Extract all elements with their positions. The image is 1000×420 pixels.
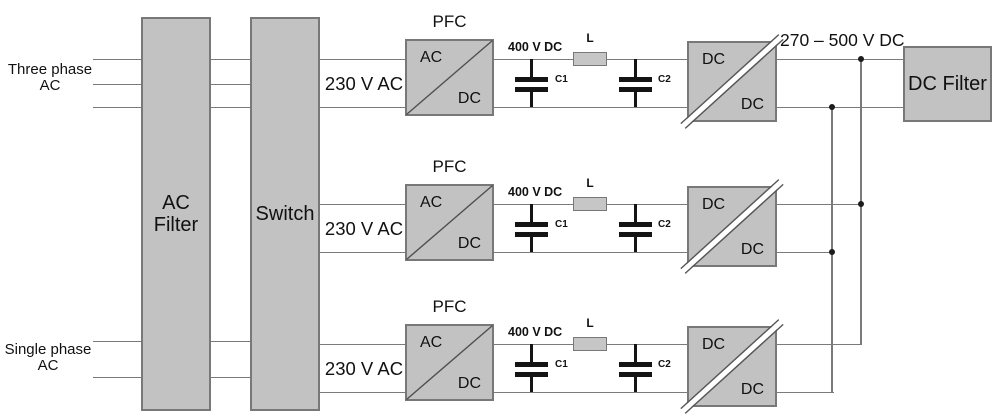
capacitor-c1-plate	[514, 87, 548, 92]
capacitor-c2-lead	[633, 237, 637, 252]
ac-filter-block: AC Filter	[141, 17, 211, 411]
ac-dc-diagonal-icon	[406, 184, 493, 261]
wire-row-out-top	[776, 203, 862, 206]
pfc-output-label: DC	[457, 235, 481, 252]
capacitor-c2-lead	[633, 344, 637, 362]
wire-row-out-bottom	[776, 391, 834, 394]
capacitor-c2-lead	[633, 92, 637, 107]
ac-filter-label: AC Filter	[153, 192, 199, 236]
wire-row-top	[320, 343, 687, 346]
switch-label: Switch	[255, 203, 315, 225]
capacitor-c1-label: C1	[555, 219, 568, 230]
capacitor-c2-plate	[618, 232, 652, 237]
dcdc-output-label: DC	[740, 241, 764, 258]
converter-row-1: 230 V AC PFC 400 V DC C1 L C2 AC DC DC D…	[0, 0, 1000, 130]
capacitor-c2-label: C2	[658, 359, 671, 370]
capacitor-c1-lead	[529, 59, 533, 77]
capacitor-c1-lead	[529, 377, 533, 392]
dcdc-converter-block: DC DC	[680, 179, 784, 274]
capacitor-c2-plate	[618, 222, 652, 227]
capacitor-c1-plate	[514, 232, 548, 237]
pfc-input-label: AC	[420, 49, 443, 66]
dc-dc-diagonal-icon	[680, 34, 784, 129]
dcdc-output-label: DC	[740, 96, 764, 113]
capacitor-c2-lead	[633, 59, 637, 77]
pfc-input-label: AC	[420, 194, 443, 211]
inductor-symbol	[573, 197, 607, 211]
pfc-title: PFC	[432, 297, 467, 316]
capacitor-c1-lead	[529, 237, 533, 252]
capacitor-c1-plate	[514, 77, 548, 82]
converter-row-3: 230 V AC PFC 400 V DC C1 L C2 AC DC DC D…	[0, 285, 1000, 415]
capacitor-c1-lead	[529, 92, 533, 107]
wire-row-bottom	[320, 251, 687, 254]
pfc-output-label: DC	[457, 375, 481, 392]
ac-dc-diagonal-icon	[406, 39, 493, 116]
bus-voltage-label: 270 – 500 V DC	[780, 30, 905, 50]
dcdc-input-label: DC	[702, 51, 726, 68]
pfc-converter-block: AC DC	[405, 184, 494, 261]
capacitor-c1-lead	[529, 204, 533, 222]
wire-row-top	[320, 203, 687, 206]
dc-dc-diagonal-icon	[680, 319, 784, 414]
dcdc-converter-block: DC DC	[680, 34, 784, 129]
junction-dot	[829, 249, 835, 255]
row-input-voltage-label: 230 V AC	[324, 73, 404, 94]
dcdc-converter-block: DC DC	[680, 319, 784, 414]
capacitor-c2-label: C2	[658, 74, 671, 85]
capacitor-c2-plate	[618, 77, 652, 82]
dcdc-input-label: DC	[702, 336, 726, 353]
capacitor-c1-lead	[529, 344, 533, 362]
junction-dot	[858, 56, 864, 62]
dc-link-voltage-label: 400 V DC	[508, 40, 563, 54]
wire-row-out-bottom	[776, 106, 834, 109]
wire-row-bottom	[320, 106, 687, 109]
dc-link-voltage-label: 400 V DC	[508, 325, 563, 339]
pfc-title: PFC	[432, 12, 467, 31]
capacitor-c1-plate	[514, 222, 548, 227]
wire-bus-to-filter-top	[860, 58, 903, 61]
inductor-label: L	[586, 176, 594, 190]
dcdc-output-label: DC	[740, 381, 764, 398]
converter-row-2: 230 V AC PFC 400 V DC C1 L C2 AC DC DC D…	[0, 145, 1000, 275]
wire-row-top	[320, 58, 687, 61]
dcdc-input-label: DC	[702, 196, 726, 213]
ac-dc-diagonal-icon	[406, 324, 493, 401]
inductor-label: L	[586, 316, 594, 330]
wire-row-out-top	[776, 343, 862, 346]
capacitor-c1-plate	[514, 362, 548, 367]
pfc-converter-block: AC DC	[405, 324, 494, 401]
pfc-converter-block: AC DC	[405, 39, 494, 116]
row-input-voltage-label: 230 V AC	[324, 358, 404, 379]
wire-bus-to-filter-bottom	[831, 106, 903, 109]
capacitor-c2-plate	[618, 372, 652, 377]
single-phase-source-label: Single phase AC	[4, 341, 92, 374]
row-input-voltage-label: 230 V AC	[324, 218, 404, 239]
capacitor-c2-plate	[618, 362, 652, 367]
pfc-title: PFC	[432, 157, 467, 176]
capacitor-c2-plate	[618, 87, 652, 92]
capacitor-c2-lead	[633, 377, 637, 392]
dc-filter-block: DC Filter	[903, 46, 992, 122]
inductor-symbol	[573, 52, 607, 66]
capacitor-c2-lead	[633, 204, 637, 222]
wire-row-bottom	[320, 391, 687, 394]
capacitor-c1-label: C1	[555, 74, 568, 85]
dc-filter-label: DC Filter	[908, 72, 987, 95]
three-phase-source-label: Three phase AC	[7, 61, 93, 94]
dc-link-voltage-label: 400 V DC	[508, 185, 563, 199]
pfc-input-label: AC	[420, 334, 443, 351]
capacitor-c1-plate	[514, 372, 548, 377]
junction-dot	[829, 104, 835, 110]
capacitor-c2-label: C2	[658, 219, 671, 230]
inductor-label: L	[586, 31, 594, 45]
junction-dot	[858, 201, 864, 207]
wire-row-out-top	[776, 58, 862, 61]
dc-dc-diagonal-icon	[680, 179, 784, 274]
wire-row-out-bottom	[776, 251, 834, 254]
inductor-symbol	[573, 337, 607, 351]
switch-block: Switch	[250, 17, 320, 411]
capacitor-c1-label: C1	[555, 359, 568, 370]
pfc-output-label: DC	[457, 90, 481, 107]
